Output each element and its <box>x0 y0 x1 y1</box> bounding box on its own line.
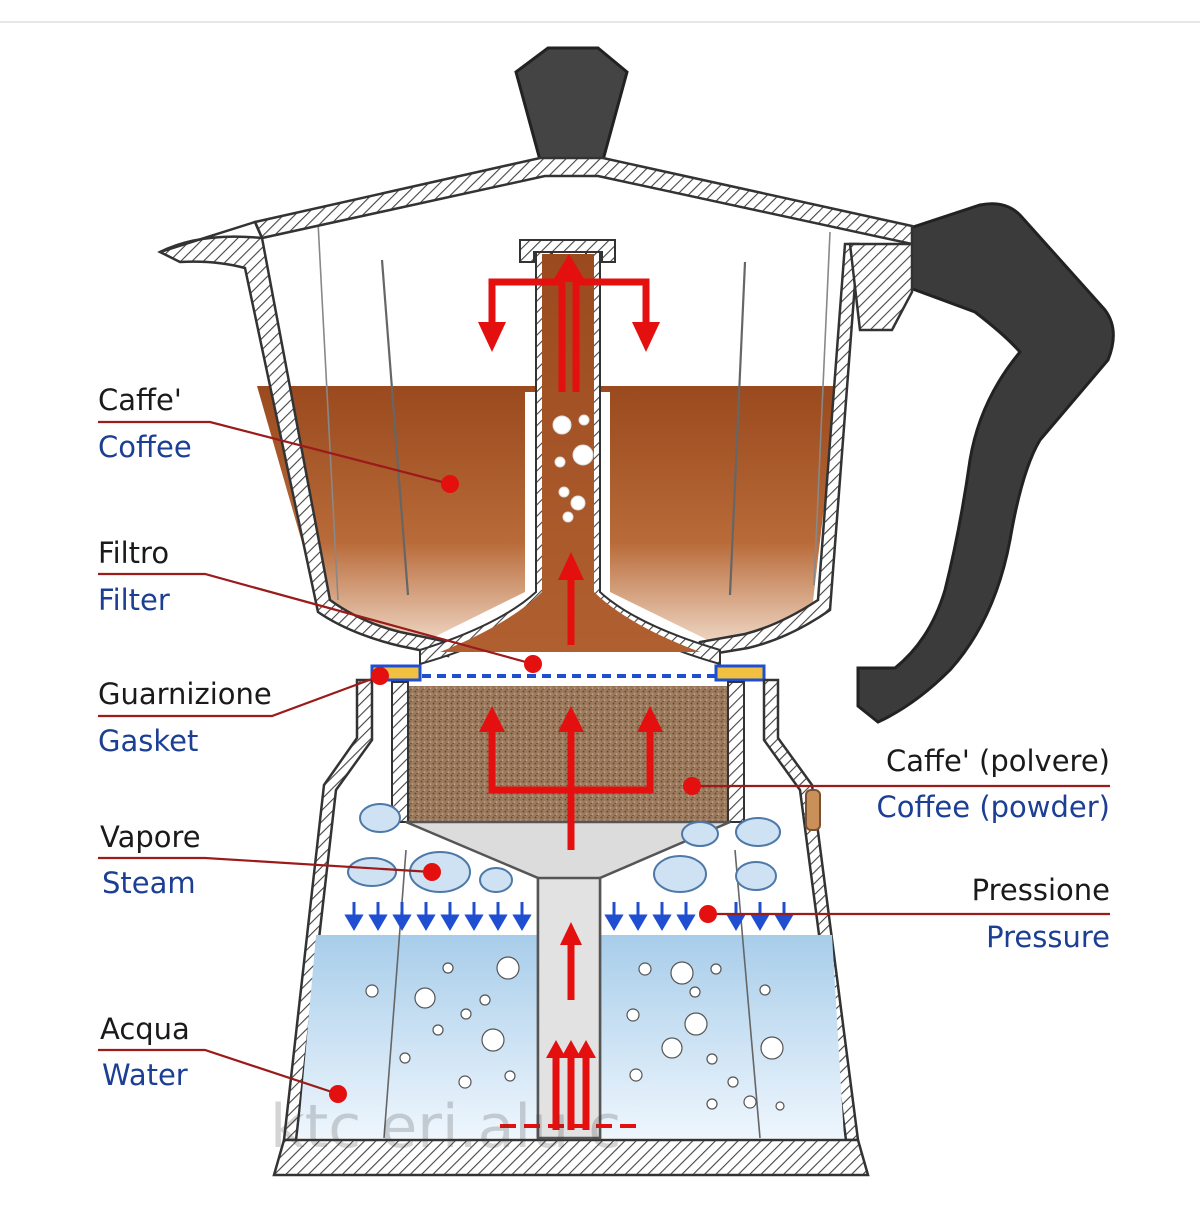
flow-arrows <box>488 278 654 1130</box>
safety-valve <box>805 789 821 831</box>
label-steam-it: Vapore <box>100 820 201 854</box>
label-coffee-en: Coffee <box>98 430 192 464</box>
leader-dots <box>329 475 717 1103</box>
leader-lines <box>98 420 1110 1096</box>
watermark: ktc eri.alu c <box>270 1092 622 1162</box>
label-pressure-en: Pressure <box>986 920 1110 954</box>
tube-bubbles <box>552 414 594 523</box>
label-water-en: Water <box>102 1058 188 1092</box>
pressure-arrows <box>344 902 794 931</box>
label-coffee-it: Caffe' <box>98 383 182 417</box>
column-cap <box>519 239 616 263</box>
handle-joint <box>848 242 914 332</box>
label-gasket-it: Guarnizione <box>98 677 272 711</box>
label-powder-en: Coffee (powder) <box>876 790 1110 824</box>
lid-knob <box>514 46 629 162</box>
label-gasket-en: Gasket <box>98 724 199 758</box>
label-powder-it: Caffe' (polvere) <box>886 744 1110 778</box>
label-steam-en: Steam <box>102 866 196 900</box>
flow-arrowheads <box>478 254 663 1058</box>
label-filter-en: Filter <box>98 583 170 617</box>
label-water-it: Acqua <box>100 1012 190 1046</box>
filter-basket-rim <box>391 681 409 823</box>
lid <box>253 156 914 246</box>
coffee-in-tube <box>440 254 700 652</box>
boiler-bottom <box>272 1138 870 1177</box>
label-pressure-it: Pressione <box>971 873 1110 907</box>
gasket-right <box>714 664 766 682</box>
coffee-liquid <box>257 386 838 645</box>
label-filter-it: Filtro <box>98 536 170 570</box>
water-bubbles <box>365 956 785 1111</box>
handle <box>856 202 1115 724</box>
